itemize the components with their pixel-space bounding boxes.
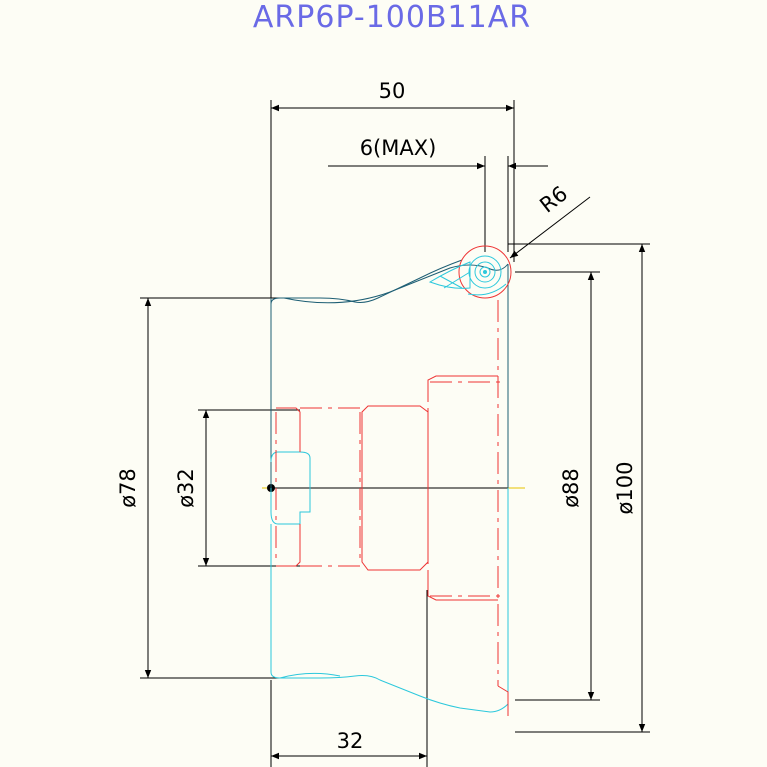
dimension-radius: R6 bbox=[509, 181, 591, 259]
dimension-hub-diameter: ø78 bbox=[116, 297, 280, 679]
dimension-label-radius: R6 bbox=[535, 181, 572, 217]
dimension-label-hub-diameter: ø78 bbox=[116, 468, 140, 508]
hidden-lines bbox=[275, 300, 509, 716]
dimension-outer-diameter: ø100 bbox=[508, 243, 650, 733]
dimension-hub-length: 32 bbox=[270, 590, 428, 767]
centerline bbox=[262, 484, 525, 492]
dimension-label-overall-length: 50 bbox=[379, 79, 406, 103]
flange-roller-detail bbox=[428, 245, 512, 299]
dimension-tread-diameter: ø88 bbox=[515, 271, 600, 701]
dimension-label-bore-diameter: ø32 bbox=[174, 468, 198, 508]
lower-profile bbox=[270, 451, 509, 713]
dimension-label-tread-diameter: ø88 bbox=[559, 468, 583, 508]
dimension-label-outer-diameter: ø100 bbox=[613, 462, 637, 515]
dimension-bore-diameter: ø32 bbox=[174, 409, 300, 567]
dimension-flange-width: 6(MAX) bbox=[328, 136, 548, 252]
dimension-label-flange-width: 6(MAX) bbox=[360, 136, 437, 160]
drawing-title: ARP6P-100B11AR bbox=[253, 0, 531, 35]
dimension-label-hub-length: 32 bbox=[337, 729, 364, 753]
